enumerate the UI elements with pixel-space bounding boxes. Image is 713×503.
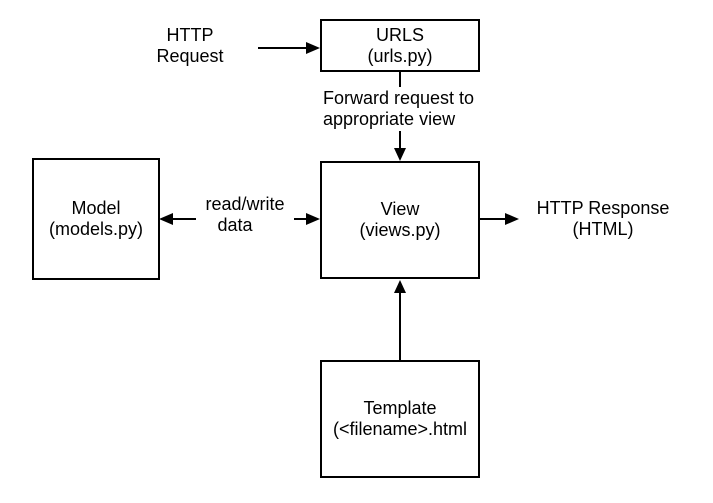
view-node-subtitle: (views.py) [359,220,441,240]
template-node: Template (<filename>.html [320,360,480,478]
read-write-data-label: read/write data [196,193,294,237]
urls-node-subtitle: (urls.py) [367,45,433,66]
arrowhead-right-icon [505,213,519,225]
forward-request-label-line1: Forward request to [323,88,475,108]
arrowhead-down-icon [394,148,406,161]
http-response-label: HTTP Response (HTML) [520,198,686,240]
template-to-view-arrow-line [399,293,401,360]
http-request-label: HTTP Request [130,25,250,67]
template-node-title: Template [363,398,437,418]
view-node-title: View [380,199,420,219]
arrowhead-right-icon [306,42,320,54]
http-request-label-line1: HTTP [166,25,214,45]
http-request-arrow-line [258,47,307,49]
http-request-label-line2: Request [156,46,224,66]
model-node-title: Model [71,198,121,218]
model-node-subtitle: (models.py) [48,219,144,239]
view-to-response-arrow-line [480,218,506,220]
forward-request-label: Forward request to appropriate view [320,87,478,131]
forward-request-label-line2: appropriate view [323,109,456,129]
urls-node: URLS (urls.py) [320,19,480,72]
arrowhead-right-icon [306,213,320,225]
http-response-label-line2: (HTML) [572,219,634,239]
arrowhead-left-icon [159,213,173,225]
view-node: View (views.py) [320,161,480,279]
read-write-label-line2: data [217,215,253,235]
http-response-label-line1: HTTP Response [536,198,670,218]
model-node: Model (models.py) [32,158,160,280]
urls-node-title: URLS [375,24,424,45]
read-write-label-line1: read/write [205,194,285,214]
arrowhead-up-icon [394,280,406,293]
template-node-subtitle: (<filename>.html [332,419,468,439]
